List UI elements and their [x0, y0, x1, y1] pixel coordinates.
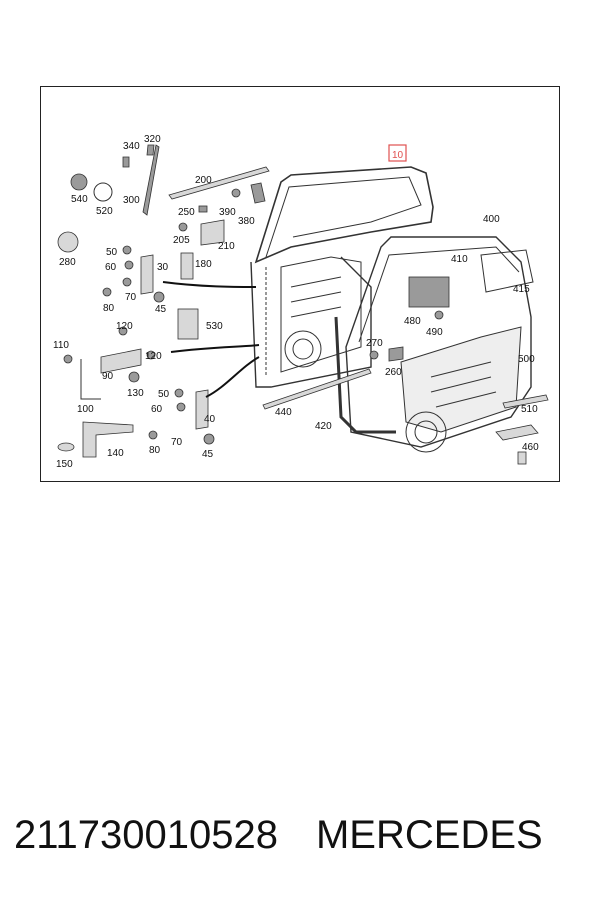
callout-labels: 10 30 40 45 45 50 50 60 60 70 70 80 80 9… — [53, 134, 539, 470]
seal-200 — [168, 166, 270, 200]
label-45b: 45 — [202, 449, 214, 460]
leader-lower — [205, 356, 260, 398]
label-180: 180 — [195, 259, 212, 270]
label-60b: 60 — [151, 404, 163, 415]
part-390 — [231, 188, 241, 198]
strip-440 — [262, 368, 372, 410]
label-460: 460 — [522, 442, 539, 453]
part-270 — [369, 350, 379, 360]
part-number: 211730010528 — [14, 812, 278, 857]
product-caption: 211730010528 MERCEDES — [0, 800, 600, 870]
label-480: 480 — [404, 316, 421, 327]
door-shell — [250, 166, 434, 388]
leader-middle — [170, 344, 260, 353]
label-120b: 120 — [145, 351, 162, 362]
upper-hinge — [102, 245, 165, 303]
label-200: 200 — [195, 175, 212, 186]
part-320 — [146, 144, 155, 156]
label-50a: 50 — [106, 247, 118, 258]
label-120a: 120 — [116, 321, 133, 332]
label-500: 500 — [518, 354, 535, 365]
label-420: 420 — [315, 421, 332, 432]
strip-300 — [142, 144, 160, 216]
label-520: 520 — [96, 206, 113, 217]
plug-150 — [57, 442, 75, 452]
part-340 — [122, 156, 130, 168]
grommet-540 — [70, 173, 88, 191]
label-110: 110 — [53, 340, 69, 351]
part-530 — [177, 308, 199, 340]
part-205 — [178, 222, 188, 232]
highlight-box-10 — [388, 144, 407, 162]
label-260: 260 — [385, 367, 402, 378]
label-60a: 60 — [105, 262, 117, 273]
label-30: 30 — [157, 262, 169, 273]
label-100: 100 — [77, 404, 94, 415]
part-380 — [250, 182, 266, 204]
label-390: 390 — [219, 207, 236, 218]
lower-hinge — [148, 388, 215, 445]
label-270: 270 — [366, 338, 383, 349]
door-exploded-view: 10 30 40 45 45 50 50 60 60 70 70 80 80 9… — [53, 134, 549, 470]
label-415: 415 — [513, 284, 530, 295]
grommet-280 — [57, 231, 79, 253]
strip-510 — [502, 394, 549, 409]
label-250: 250 — [178, 207, 195, 218]
module-480 — [408, 276, 450, 308]
handle-460 — [495, 424, 539, 441]
label-70b: 70 — [171, 437, 183, 448]
door-trim-panel — [345, 236, 534, 453]
part-250 — [198, 205, 208, 213]
seal-420 — [334, 316, 396, 434]
label-90: 90 — [102, 371, 114, 382]
label-80b: 80 — [149, 445, 161, 456]
bracket-210 — [200, 219, 225, 246]
label-50b: 50 — [158, 389, 170, 400]
label-540: 540 — [71, 194, 88, 205]
door-check-90 — [63, 326, 156, 400]
label-300: 300 — [123, 195, 140, 206]
label-380: 380 — [238, 216, 255, 227]
label-130: 130 — [127, 388, 144, 399]
label-70a: 70 — [125, 292, 137, 303]
label-320: 320 — [144, 134, 161, 145]
label-40: 40 — [204, 414, 216, 425]
label-510: 510 — [521, 404, 538, 415]
leader-upper — [162, 281, 257, 288]
grommet-520 — [93, 182, 113, 202]
clip-460 — [517, 451, 527, 465]
label-280: 280 — [59, 257, 76, 268]
label-490: 490 — [426, 327, 443, 338]
label-440: 440 — [275, 407, 292, 418]
label-410: 410 — [451, 254, 468, 265]
label-45a: 45 — [155, 304, 167, 315]
part-180 — [180, 252, 194, 280]
label-400: 400 — [483, 214, 500, 225]
label-340: 340 — [123, 141, 140, 152]
bracket-140 — [82, 421, 134, 458]
label-80a: 80 — [103, 303, 115, 314]
label-150: 150 — [56, 459, 73, 470]
label-205: 205 — [173, 235, 190, 246]
part-260 — [388, 346, 404, 362]
part-490 — [434, 310, 444, 320]
parts-diagram: 10 30 40 45 45 50 50 60 60 70 70 80 80 9… — [40, 86, 560, 482]
label-210: 210 — [218, 241, 235, 252]
label-530: 530 — [206, 321, 223, 332]
label-10: 10 — [392, 150, 404, 161]
brand-name: MERCEDES — [315, 812, 543, 857]
label-140: 140 — [107, 448, 124, 459]
